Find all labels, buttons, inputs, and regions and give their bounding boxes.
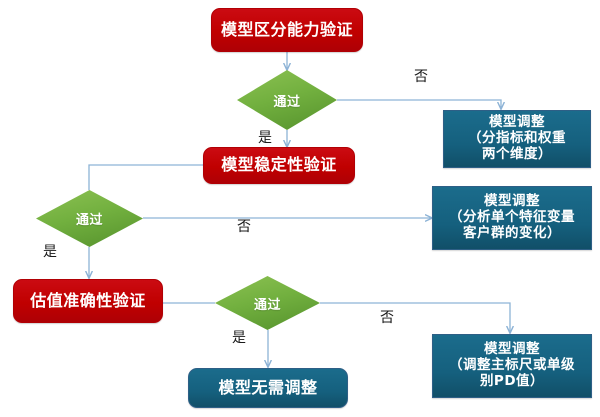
diamond-shape [237, 70, 337, 130]
node-label-line: 模型调整 [484, 341, 540, 358]
node-label-line: （调整主标尺或单级 [449, 357, 575, 374]
edge-label-yes-2: 是 [43, 244, 57, 260]
edge-label-yes-1: 是 [258, 130, 272, 146]
node-label-line: （分指标和权重 [468, 130, 566, 147]
node-label: 模型无需调整 [218, 377, 318, 397]
node-label-line: （分析单个特征变量 [449, 209, 575, 226]
node-decision-1[interactable]: 通过 [237, 70, 337, 130]
node-validate-accuracy[interactable]: 估值准确性验证 [13, 279, 163, 323]
node-decision-3[interactable]: 通过 [215, 276, 320, 330]
node-label: 通过 [75, 213, 103, 228]
node-label-line: 模型调整 [484, 193, 540, 210]
node-label: 模型稳定性验证 [221, 155, 337, 175]
edge-decision3-no [320, 302, 510, 333]
node-label: 模型调整 （分析单个特征变量 客户群的变化） [449, 193, 575, 242]
node-label-line: 别PD值） [479, 372, 545, 389]
node-label: 通过 [253, 297, 281, 313]
node-label: 模型调整 （分指标和权重 两个维度） [468, 114, 566, 163]
edge-label-no-1: 否 [414, 69, 428, 85]
node-label-line: 客户群的变化） [463, 224, 561, 241]
edge-label-no-3: 否 [380, 310, 394, 326]
node-label: 通过 [273, 94, 301, 110]
node-validate-discrimination[interactable]: 模型区分能力验证 [211, 8, 363, 52]
diamond-shape [215, 276, 320, 330]
node-no-adjustment[interactable]: 模型无需调整 [188, 368, 348, 408]
node-label: 估值准确性验证 [30, 290, 146, 310]
node-label: 模型调整 （调整主标尺或单级 别PD值） [449, 341, 575, 390]
node-adjust-1[interactable]: 模型调整 （分指标和权重 两个维度） [443, 110, 591, 168]
edge-box2-to-decision2 [88, 164, 203, 190]
node-label-line: 模型调整 [489, 114, 545, 131]
node-adjust-3[interactable]: 模型调整 （调整主标尺或单级 别PD值） [432, 334, 592, 398]
node-adjust-2[interactable]: 模型调整 （分析单个特征变量 客户群的变化） [432, 186, 592, 250]
edge-label-no-2: 否 [237, 219, 251, 235]
node-decision-2[interactable]: 通过 [36, 190, 143, 247]
edge-label-yes-3: 是 [232, 330, 246, 346]
node-label-line: 两个维度） [482, 145, 552, 162]
edge-decision1-no [337, 99, 501, 109]
node-label: 模型区分能力验证 [220, 19, 353, 39]
diamond-shape [36, 190, 143, 247]
node-validate-stability[interactable]: 模型稳定性验证 [203, 147, 355, 184]
